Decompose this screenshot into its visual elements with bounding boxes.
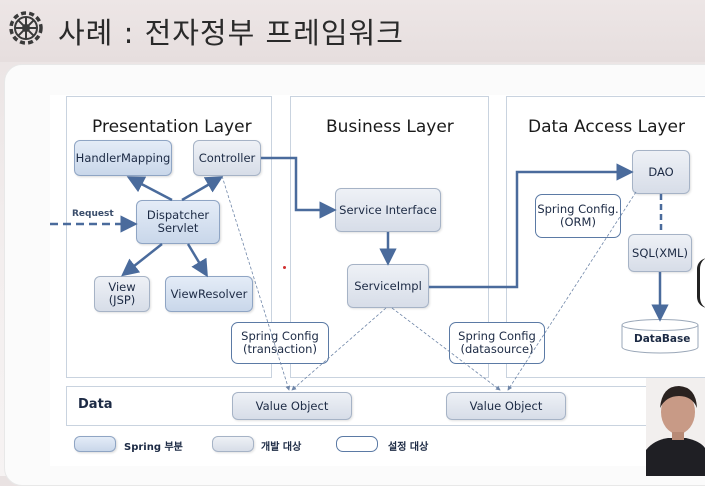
spring-config-transaction-box[interactable]: Spring Config (transaction) bbox=[231, 322, 329, 364]
sql-xml-box[interactable]: SQL(XML) bbox=[628, 234, 692, 272]
legend-config-swatch bbox=[336, 436, 378, 452]
page-title: 사례 : 전자정부 프레임워크 bbox=[58, 16, 404, 50]
dao-box[interactable]: DAO bbox=[632, 150, 690, 194]
dispatcher-servlet-box[interactable]: Dispatcher Servlet bbox=[136, 200, 220, 244]
view-jsp-box[interactable]: View (JSP) bbox=[94, 276, 150, 312]
value-object-1-box[interactable]: Value Object bbox=[232, 392, 352, 420]
title-bar: 사례 : 전자정부 프레임워크 bbox=[0, 0, 705, 62]
data-access-layer-title: Data Access Layer bbox=[528, 117, 685, 137]
data-row-panel bbox=[66, 386, 705, 426]
presentation-layer-title: Presentation Layer bbox=[92, 117, 252, 137]
legend-dev-swatch bbox=[212, 436, 254, 452]
service-interface-box[interactable]: Service Interface bbox=[335, 188, 441, 232]
handler-mapping-box[interactable]: HandlerMapping bbox=[74, 140, 172, 176]
controller-box[interactable]: Controller bbox=[193, 140, 261, 176]
service-impl-box[interactable]: ServiceImpl bbox=[347, 264, 429, 308]
value-object-2-box[interactable]: Value Object bbox=[446, 392, 566, 420]
spring-config-orm-box[interactable]: Spring Config. (ORM) bbox=[535, 194, 621, 238]
view-resolver-box[interactable]: ViewResolver bbox=[165, 276, 253, 312]
data-row-title: Data bbox=[78, 397, 113, 412]
legend-spring-label: Spring 부분 bbox=[124, 442, 183, 453]
request-label: Request bbox=[72, 209, 114, 219]
database-label: DataBase bbox=[634, 333, 691, 345]
gear-icon bbox=[9, 11, 43, 45]
legend-spring-swatch bbox=[74, 436, 116, 452]
legend-dev-label: 개발 대상 bbox=[261, 442, 302, 453]
presenter-video-overlay bbox=[646, 378, 705, 476]
business-layer-title: Business Layer bbox=[326, 117, 454, 137]
legend-config-label: 설정 대상 bbox=[388, 442, 429, 453]
spring-config-datasource-box[interactable]: Spring Config (datasource) bbox=[449, 322, 545, 364]
pointer-dot bbox=[283, 266, 286, 269]
database-icon bbox=[621, 319, 699, 354]
screen-edge-decoration bbox=[697, 258, 705, 308]
